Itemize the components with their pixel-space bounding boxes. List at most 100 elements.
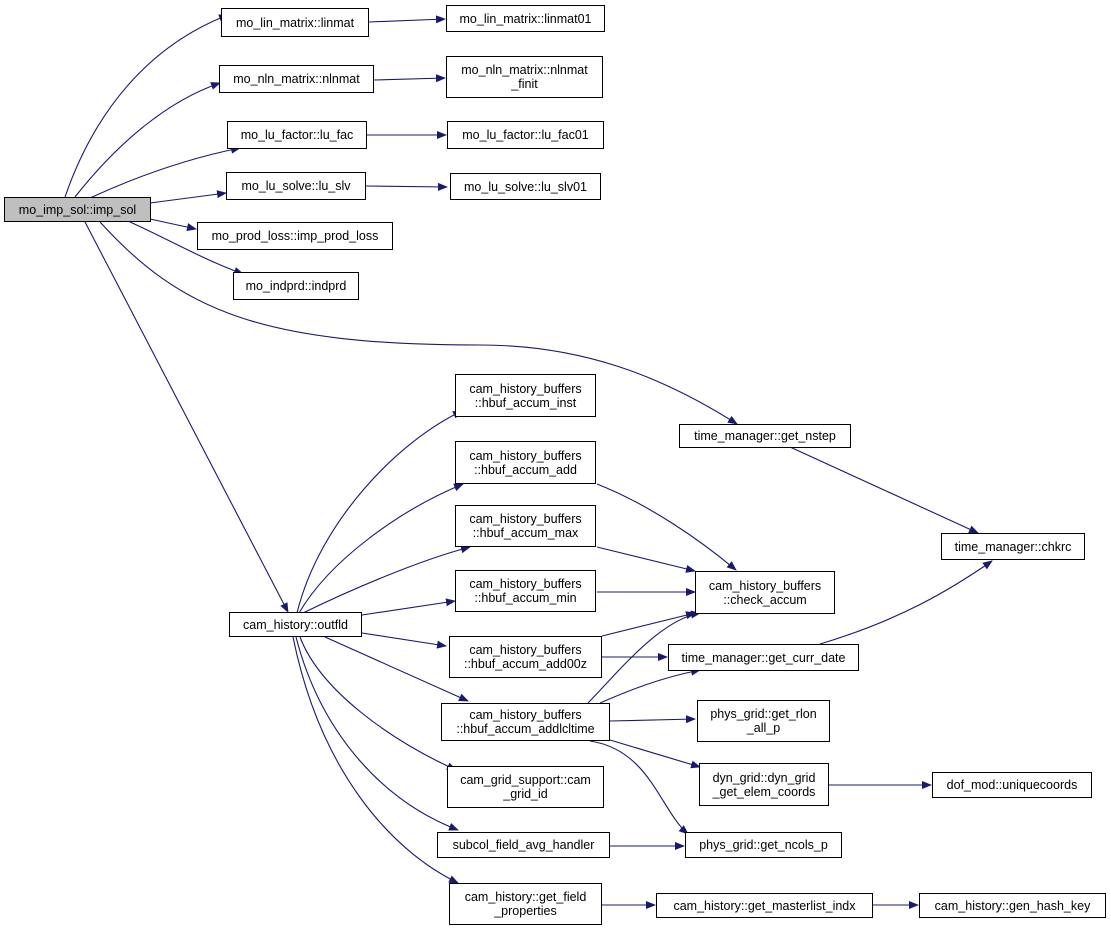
node-label-line: cam_history_buffers — [469, 708, 582, 722]
edge-outfld-cam_grid_id — [299, 636, 457, 771]
node-get-rlon-all-p[interactable]: phys_grid::get_rlon_all_p — [697, 700, 830, 742]
node-label-line: cam_grid_support::cam — [460, 773, 591, 787]
edge-outfld-hbuf_add — [298, 483, 464, 614]
node-label-line: time_manager::get_nstep — [694, 429, 836, 443]
node-cam-grid-id[interactable]: cam_grid_support::cam_grid_id — [447, 766, 604, 808]
edge-outfld-hbuf_max — [302, 545, 471, 614]
edge-imp_sol-outfld — [84, 221, 289, 613]
node-hbuf-accum-add[interactable]: cam_history_buffers::hbuf_accum_add — [455, 441, 596, 484]
node-label-line: mo_imp_sol::imp_sol — [18, 202, 137, 217]
node-hbuf-accum-max[interactable]: cam_history_buffers::hbuf_accum_max — [455, 505, 596, 547]
edge-outfld-hbuf_inst — [296, 410, 463, 614]
node-dyn-grid-get-elem-coords[interactable]: dyn_grid::dyn_grid_get_elem_coords — [699, 763, 829, 806]
node-label-line: _grid_id — [503, 787, 548, 801]
node-get-ncols-p[interactable]: phys_grid::get_ncols_p — [685, 832, 842, 858]
node-linmat[interactable]: mo_lin_matrix::linmat — [221, 8, 369, 37]
edge-outfld-hbuf_add00z — [361, 632, 447, 649]
node-label-line: cam_history_buffers — [469, 381, 582, 396]
edge-imp_sol-linmat — [64, 14, 229, 198]
node-label-line: cam_history::get_field — [464, 890, 587, 904]
node-label-line: mo_lin_matrix::linmat01 — [459, 11, 592, 26]
node-label-line: _properties — [494, 904, 557, 918]
node-uniquecoords[interactable]: dof_mod::uniquecoords — [932, 772, 1092, 798]
edge-hbuf_add00z-check_accum — [601, 611, 696, 637]
node-hbuf-accum-min[interactable]: cam_history_buffers::hbuf_accum_min — [455, 570, 596, 612]
node-nlnmat[interactable]: mo_nln_matrix::nlnmat — [219, 65, 374, 93]
node-get-curr-date[interactable]: time_manager::get_curr_date — [668, 644, 859, 671]
edge-outfld-subcol — [295, 636, 459, 831]
node-label-line: mo_lu_factor::lu_fac01 — [462, 128, 589, 142]
node-indprd[interactable]: mo_indprd::indprd — [233, 272, 359, 300]
node-label-line: mo_lu_solve::lu_slv — [241, 179, 351, 193]
edge-imp_sol-lu_slv — [149, 190, 227, 204]
node-lu-fac[interactable]: mo_lu_factor::lu_fac — [227, 121, 367, 149]
node-label-line: cam_history_buffers — [708, 578, 822, 593]
node-gen-hash-key[interactable]: cam_history::gen_hash_key — [919, 893, 1106, 918]
node-linmat01[interactable]: mo_lin_matrix::linmat01 — [446, 5, 605, 32]
edge-hbuf_addlcltime-check_accum — [587, 610, 701, 704]
edge-imp_sol-get_nstep — [99, 221, 738, 425]
node-get-field-properties[interactable]: cam_history::get_field_properties — [449, 883, 602, 925]
node-hbuf-accum-add00z[interactable]: cam_history_buffers::hbuf_accum_add00z — [449, 636, 602, 678]
edge-linmat-linmat01 — [368, 15, 446, 24]
node-label-line: cam_history::outfld — [243, 617, 348, 632]
node-subcol-field-avg-handler[interactable]: subcol_field_avg_handler — [437, 832, 610, 858]
node-label-line: mo_lu_solve::lu_slv01 — [464, 179, 587, 194]
edge-hbuf_add-check_accum — [596, 483, 737, 571]
node-lu-slv01[interactable]: mo_lu_solve::lu_slv01 — [450, 173, 601, 200]
node-label-line: ::hbuf_accum_inst — [474, 395, 577, 410]
node-label-line: _finit — [511, 77, 538, 91]
edge-imp_sol-nlnmat — [74, 82, 221, 198]
node-label-line: ::check_accum — [723, 592, 807, 607]
edge-hbuf_addlcltime-get_rlon — [609, 715, 696, 724]
node-label-line: dyn_grid::dyn_grid — [712, 770, 816, 785]
node-imp-sol[interactable]: mo_imp_sol::imp_sol — [4, 197, 151, 222]
node-label-line: mo_indprd::indprd — [245, 279, 347, 293]
node-imp-prod-loss[interactable]: mo_prod_loss::imp_prod_loss — [197, 222, 393, 250]
node-nlnmat-finit[interactable]: mo_nln_matrix::nlnmat_finit — [446, 56, 603, 98]
edge-hbuf_addlcltime-get_ncols — [589, 740, 689, 835]
edge-hbuf_max-check_accum — [596, 546, 696, 573]
node-label-line: cam_history_buffers — [469, 512, 582, 526]
node-get-nstep[interactable]: time_manager::get_nstep — [679, 424, 851, 448]
edge-lu_slv-lu_slv01 — [365, 182, 448, 191]
node-hbuf-accum-inst[interactable]: cam_history_buffers::hbuf_accum_inst — [455, 374, 596, 417]
node-label-line: subcol_field_avg_handler — [452, 838, 595, 852]
node-label-line: mo_nln_matrix::nlnmat — [233, 72, 360, 86]
edge-imp_sol-indprd — [129, 221, 244, 275]
node-label-line: _get_elem_coords — [712, 784, 816, 799]
node-hbuf-accum-addlcltime[interactable]: cam_history_buffers::hbuf_accum_addlclti… — [441, 703, 610, 741]
node-outfld[interactable]: cam_history::outfld — [229, 612, 362, 637]
node-label-line: _all_p — [746, 721, 781, 735]
node-chkrc[interactable]: time_manager::chkrc — [941, 533, 1085, 560]
node-label-line: mo_lu_factor::lu_fac — [240, 128, 354, 142]
node-label-line: mo_prod_loss::imp_prod_loss — [211, 229, 379, 243]
node-label-line: cam_history::gen_hash_key — [934, 898, 1091, 913]
node-lu-fac01[interactable]: mo_lu_factor::lu_fac01 — [447, 121, 604, 149]
node-label-line: phys_grid::get_ncols_p — [699, 838, 828, 852]
node-label-line: mo_nln_matrix::nlnmat — [461, 63, 588, 77]
node-get-masterlist-indx[interactable]: cam_history::get_masterlist_indx — [656, 893, 873, 918]
edge-outfld-hbuf_addlcltime — [324, 636, 469, 702]
node-label-line: cam_history::get_masterlist_indx — [673, 898, 856, 913]
node-lu-slv[interactable]: mo_lu_solve::lu_slv — [226, 172, 366, 200]
node-label-line: cam_history_buffers — [469, 577, 582, 591]
node-label-line: dof_mod::uniquecoords — [946, 778, 1078, 792]
node-label-line: cam_history_buffers — [469, 448, 582, 463]
edge-outfld-get_field_props — [292, 636, 459, 884]
node-label-line: mo_lin_matrix::linmat — [235, 15, 355, 30]
edge-get_nstep-chkrc — [789, 446, 979, 534]
edge-hbuf_addlcltime-get_curr_date — [599, 667, 701, 704]
node-check-accum[interactable]: cam_history_buffers::check_accum — [695, 571, 835, 614]
edge-imp_sol-lu_fac — [89, 145, 241, 199]
node-label-line: time_manager::get_curr_date — [681, 650, 846, 665]
node-label-line: cam_history_buffers — [469, 643, 582, 657]
node-label-line: ::hbuf_accum_max — [472, 526, 579, 540]
node-label-line: phys_grid::get_rlon — [710, 707, 817, 721]
node-label-line: ::hbuf_accum_addlcltime — [456, 722, 595, 736]
edge-get_curr_date-chkrc — [819, 560, 993, 645]
edge-imp_sol-imp_prod_loss — [149, 218, 197, 231]
edge-hbuf_addlcltime-dyn_grid — [609, 739, 701, 769]
